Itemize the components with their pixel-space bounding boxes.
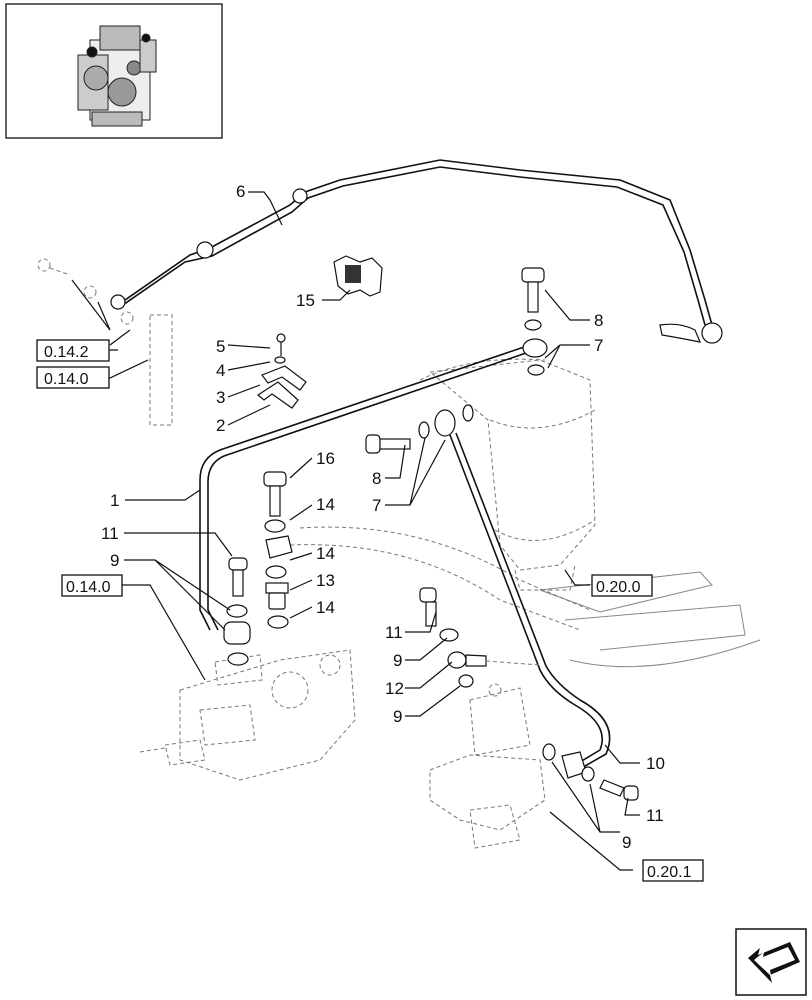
reference-box-0-14-2[interactable]: 0.14.2 (36, 339, 110, 362)
callout-4: 4 (216, 361, 225, 380)
callout-10: 10 (646, 754, 665, 773)
reference-label: 0.14.0 (66, 579, 111, 596)
banjo-bolt-8-upper[interactable] (521, 267, 545, 313)
washer-mid-2[interactable] (462, 404, 474, 422)
callout-8-middle: 8 (372, 469, 381, 488)
callout-5: 5 (216, 337, 225, 356)
callout-11-right: 11 (646, 806, 664, 825)
callout-14-a: 14 (316, 495, 335, 514)
fuel-pipe-10[interactable] (449, 432, 611, 771)
callout-12: 12 (385, 679, 404, 698)
washer-upper-1[interactable] (524, 319, 542, 331)
reference-label: 0.14.2 (44, 344, 89, 361)
banjo-7-middle[interactable] (434, 409, 456, 437)
callout-labels: 6 5 4 3 2 1 11 9 16 14 14 13 14 15 8 7 8… (101, 182, 665, 852)
banjo-bolt-8-middle[interactable] (365, 434, 411, 454)
washer-9-c[interactable] (439, 628, 459, 642)
fuel-pipe-6[interactable] (110, 159, 723, 344)
washer-9-f[interactable] (581, 766, 595, 782)
reference-box-0-20-1[interactable]: 0.20.1 (642, 859, 704, 882)
valve-13[interactable] (265, 582, 289, 610)
callout-14-c: 14 (316, 598, 335, 617)
reference-box-0-20-0[interactable]: 0.20.0 (591, 574, 653, 597)
callout-14-b: 14 (316, 544, 335, 563)
callout-11-left: 11 (101, 524, 119, 543)
washer-9-b[interactable] (227, 652, 249, 666)
bracket-2[interactable] (256, 381, 299, 409)
injector-ghost (37, 258, 173, 426)
banjo-bolt-16[interactable] (263, 471, 287, 517)
reference-box-0-14-0-bottom[interactable]: 0.14.0 (61, 574, 123, 597)
frame-ghost (289, 526, 761, 668)
screw-5[interactable] (276, 333, 286, 356)
clip-15[interactable] (333, 255, 383, 297)
callout-9-mid: 9 (393, 651, 402, 670)
washer-9-a[interactable] (226, 604, 248, 618)
banjo-bolt-11-left[interactable] (228, 557, 248, 597)
washer-upper-2[interactable] (527, 364, 545, 376)
clamp-3[interactable] (261, 365, 307, 391)
engine-thumbnail-icon[interactable] (5, 3, 223, 139)
reference-label: 0.20.0 (596, 579, 641, 596)
washer-14-c[interactable] (267, 615, 289, 629)
callout-6: 6 (236, 182, 245, 201)
reference-box-0-14-0-top[interactable]: 0.14.0 (36, 366, 110, 389)
next-page-arrow-icon[interactable] (735, 928, 807, 996)
callout-7-upper: 7 (594, 336, 603, 355)
callout-11-mid: 11 (385, 623, 403, 642)
callout-2: 2 (216, 416, 225, 435)
leader-lines (71, 191, 640, 871)
washer-9-e[interactable] (542, 743, 556, 761)
callout-16: 16 (316, 449, 335, 468)
fuel-filter-ghost (419, 358, 596, 591)
callout-7-middle: 7 (372, 496, 381, 515)
callout-9-mid-2: 9 (393, 707, 402, 726)
banjo-left[interactable] (223, 621, 251, 645)
banjo-12[interactable] (447, 651, 541, 669)
washer-9-d[interactable] (458, 674, 474, 688)
callout-3: 3 (216, 388, 225, 407)
callout-1: 1 (110, 491, 119, 510)
washer-4[interactable] (274, 356, 286, 364)
callout-13: 13 (316, 571, 335, 590)
fuel-pipe-1[interactable] (199, 344, 533, 631)
callout-9-right: 9 (622, 833, 631, 852)
reference-label: 0.14.0 (44, 371, 89, 388)
callout-8-upper: 8 (594, 311, 603, 330)
callout-9-left: 9 (110, 551, 119, 570)
washer-14-b[interactable] (265, 565, 287, 579)
washer-mid-1[interactable] (418, 421, 430, 439)
callout-15: 15 (296, 291, 315, 310)
feed-pump-ghost (429, 683, 546, 849)
reference-label: 0.20.1 (647, 864, 692, 881)
banjo-7-upper[interactable] (522, 338, 548, 358)
banjo-union[interactable] (265, 535, 293, 559)
washer-14-a[interactable] (264, 519, 286, 533)
injection-pump-ghost (139, 649, 356, 781)
banjo-bolt-11-right[interactable] (599, 779, 639, 801)
